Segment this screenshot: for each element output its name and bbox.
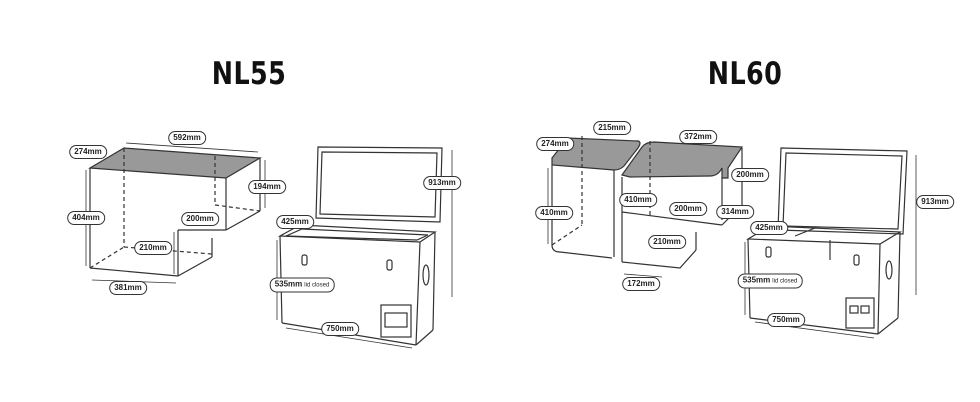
- nl60-depth-label: 425mm: [750, 221, 788, 235]
- nl60-small-width-label: 215mm: [593, 121, 631, 135]
- nl55-step-depth-label: 200mm: [181, 212, 219, 226]
- nl60-inner-height-label: 410mm: [619, 193, 657, 207]
- nl60-open-height-label: 913mm: [916, 195, 954, 209]
- nl55-depth-label: 425mm: [276, 215, 314, 229]
- nl55-open-height-label: 913mm: [423, 176, 461, 190]
- nl60-title: NL60: [707, 56, 783, 92]
- nl55-low-height-label: 210mm: [134, 241, 172, 255]
- nl55-step-height-label: 194mm: [248, 180, 286, 194]
- nl55-width-top-label: 592mm: [168, 131, 206, 145]
- nl60-step-height-label: 200mm: [731, 168, 769, 182]
- nl60-depth-top-label: 274mm: [536, 137, 574, 151]
- nl60-bottom-width-label: 172mm: [622, 277, 660, 291]
- nl60-low-height-label: 210mm: [648, 235, 686, 249]
- nl60-length-label: 750mm: [767, 313, 805, 327]
- lid-closed-note: lid closed: [304, 282, 330, 289]
- lid-closed-note: lid closed: [772, 278, 798, 285]
- nl55-depth-top-label: 274mm: [69, 145, 107, 159]
- nl60-large-width-label: 372mm: [679, 130, 717, 144]
- nl60-fridge-drawing: [744, 147, 917, 339]
- closed-height-value: 535mm: [742, 275, 771, 285]
- nl60-depth-right-label: 314mm: [716, 205, 754, 219]
- nl60-interior-shape: [547, 136, 744, 278]
- nl55-bottom-width-label: 381mm: [109, 281, 147, 295]
- nl60-left-height-label: 410mm: [535, 206, 573, 220]
- nl60-step-depth-label: 200mm: [669, 202, 707, 216]
- nl55-interior-shape: [85, 142, 266, 284]
- closed-height-value: 535mm: [274, 279, 303, 289]
- nl55-title: NL55: [211, 56, 287, 92]
- nl55-length-label: 750mm: [321, 322, 359, 336]
- nl55-height-label: 404mm: [67, 211, 105, 225]
